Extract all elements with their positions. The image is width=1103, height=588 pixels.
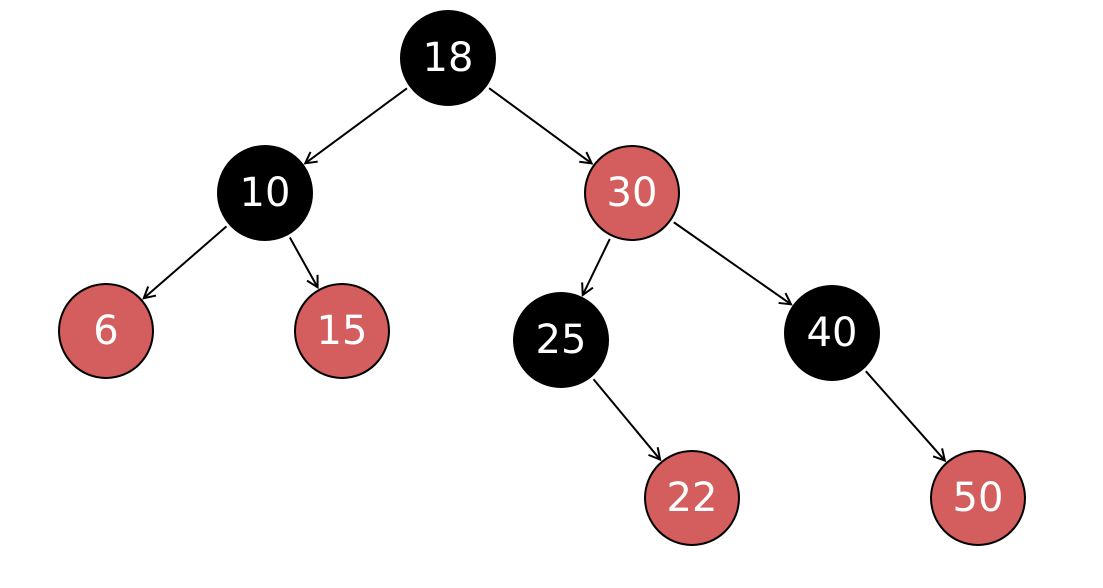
node-label: 40: [807, 310, 858, 356]
edge-40-to-50: [865, 370, 945, 460]
edge-18-to-30: [488, 87, 592, 163]
node-circle-black: [400, 10, 496, 106]
nodes-layer: 18 10 30 6 15 25 40 22 50: [58, 10, 1026, 546]
node-label: 10: [240, 170, 291, 216]
node-label: 15: [317, 308, 368, 354]
tree-node-30: 30: [584, 145, 680, 241]
edge-30-to-25: [583, 238, 611, 295]
tree-node-6: 6: [58, 283, 154, 379]
node-label: 25: [536, 317, 587, 363]
node-label: 50: [953, 475, 1004, 521]
node-label: 22: [667, 475, 718, 521]
edges-layer: [144, 87, 945, 460]
node-circle-black: [217, 145, 313, 241]
node-circle-red: [584, 145, 680, 241]
node-label: 6: [93, 308, 118, 354]
tree-node-40: 40: [784, 285, 880, 381]
tree-node-10: 10: [217, 145, 313, 241]
tree-node-22: 22: [644, 450, 740, 546]
node-label: 18: [423, 35, 474, 81]
tree-node-18: 18: [400, 10, 496, 106]
node-label: 30: [607, 170, 658, 216]
node-circle-red: [644, 450, 740, 546]
tree-node-50: 50: [930, 450, 1026, 546]
tree-node-15: 15: [294, 283, 390, 379]
node-circle-black: [784, 285, 880, 381]
node-circle-black: [513, 292, 609, 388]
edge-10-to-6: [144, 225, 228, 298]
node-circle-red: [294, 283, 390, 379]
node-circle-red: [58, 283, 154, 379]
edge-30-to-40: [673, 221, 791, 304]
edge-18-to-10: [305, 87, 408, 163]
node-circle-red: [930, 450, 1026, 546]
edge-25-to-22: [592, 378, 661, 459]
edge-10-to-15: [288, 237, 318, 288]
tree-node-25: 25: [513, 292, 609, 388]
